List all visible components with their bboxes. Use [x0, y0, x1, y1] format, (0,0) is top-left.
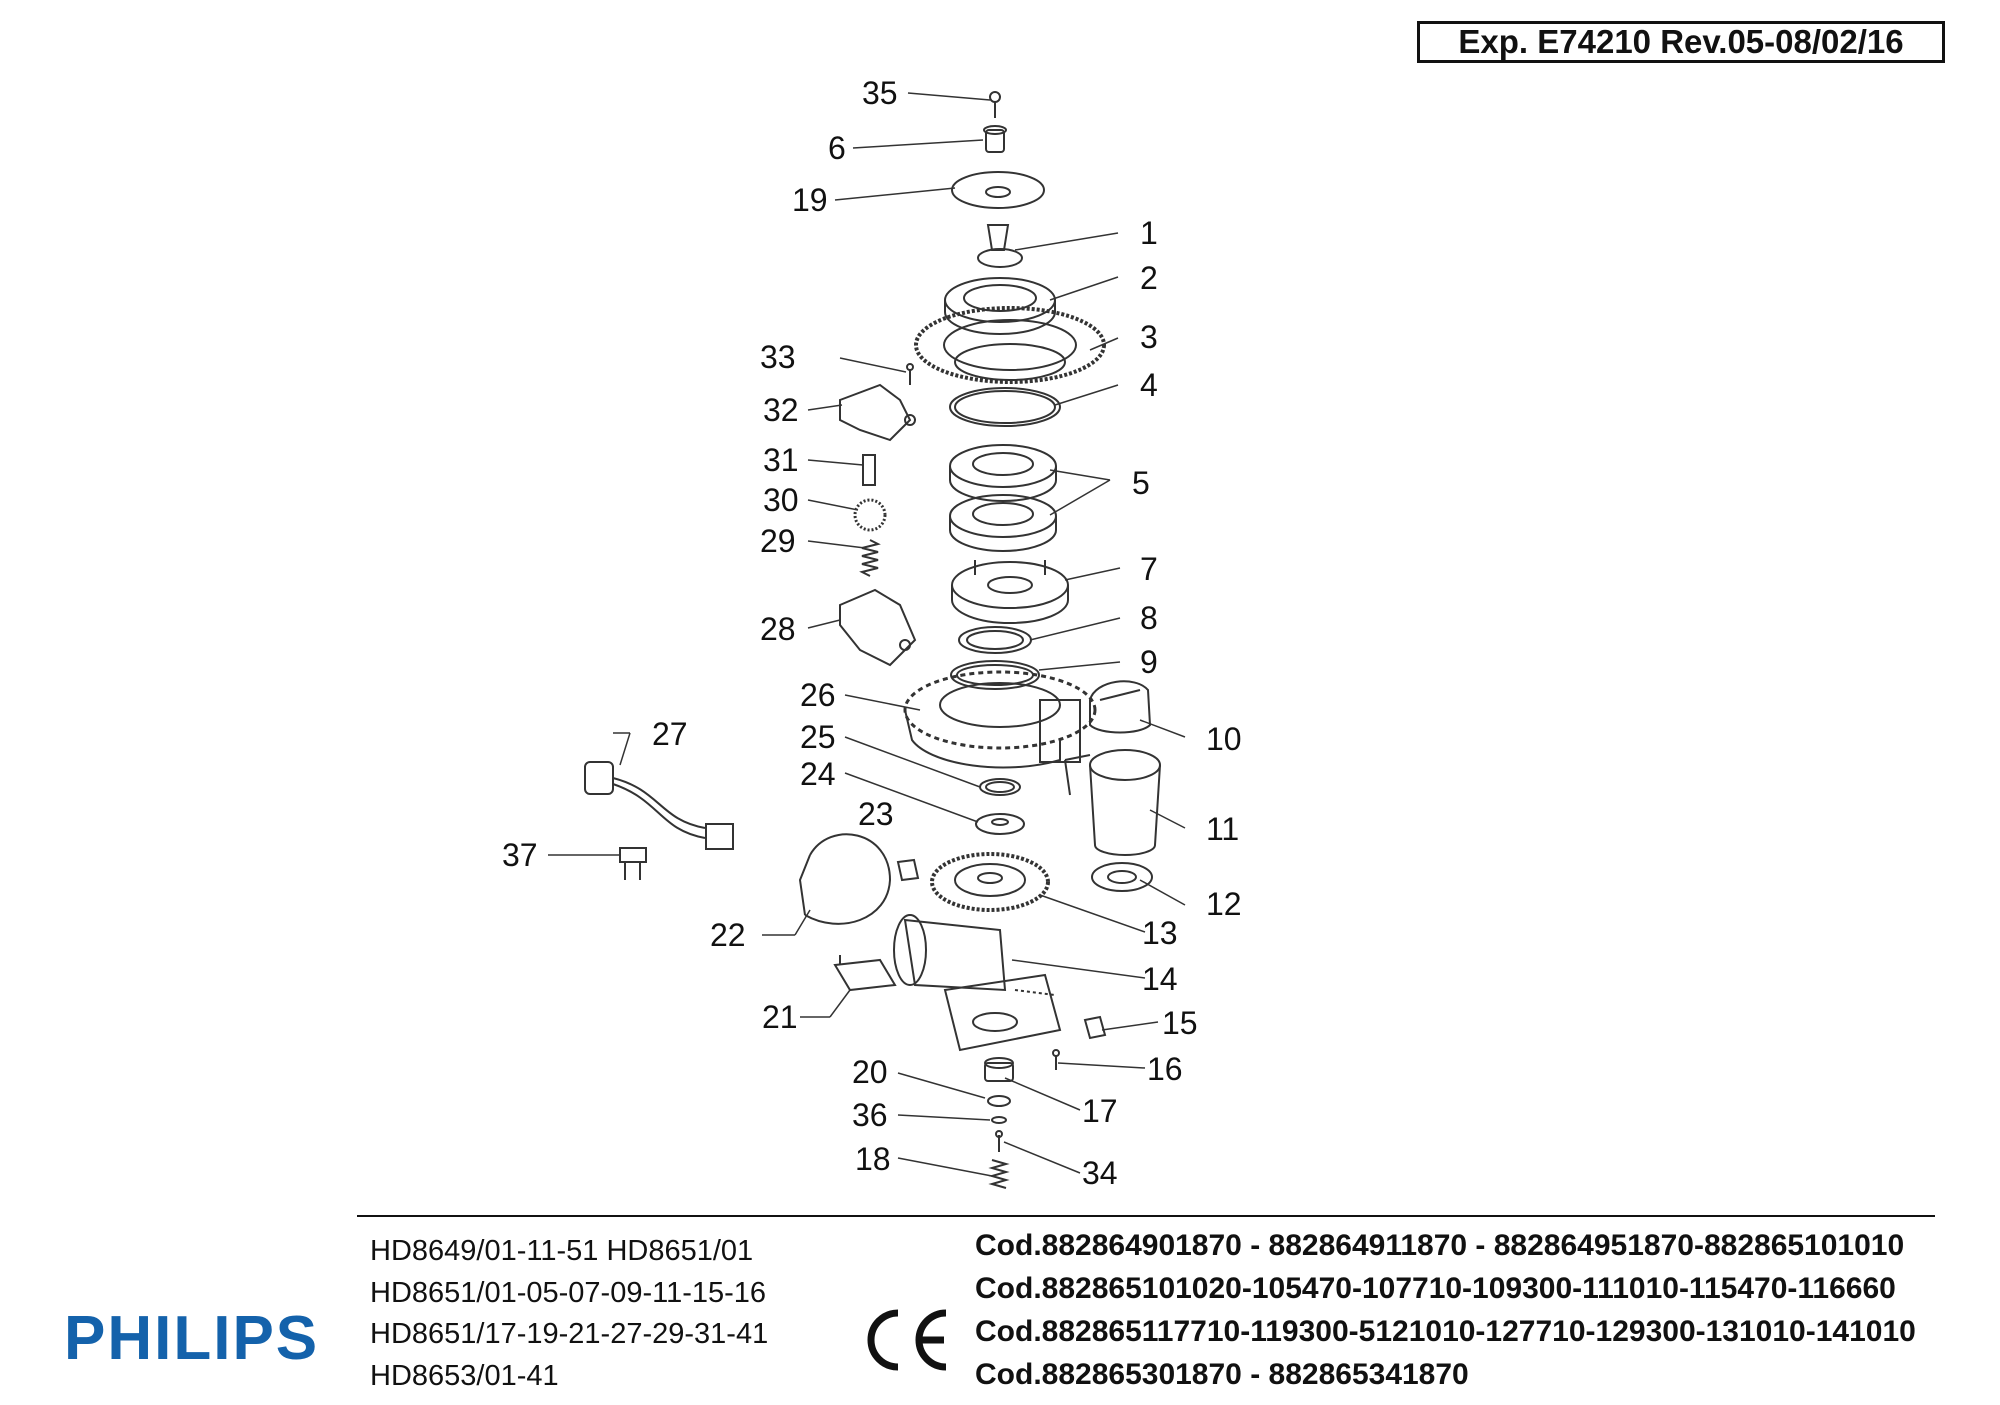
part-label: 18	[855, 1141, 891, 1177]
part-label: 30	[763, 482, 799, 518]
ce-mark-icon	[867, 1309, 947, 1371]
part-19-plate-drawing	[951, 171, 1045, 209]
part-label: 7	[1140, 551, 1158, 587]
part-14-motor-drawing	[893, 914, 1007, 992]
part-label: 20	[852, 1054, 888, 1090]
part-label: 22	[710, 917, 746, 953]
part-13-gear-drawing	[930, 852, 1050, 912]
part-label: 17	[1082, 1093, 1118, 1129]
part-26-housing-drawing	[903, 670, 1097, 769]
part-label: 6	[828, 130, 846, 166]
footer-rule	[357, 1215, 1935, 1217]
part-label: 27	[652, 716, 688, 752]
code-line: Cod.882865101020-105470-107710-109300-11…	[975, 1272, 1896, 1305]
part-2-upper-burr-drawing	[944, 277, 1056, 335]
part-label: 19	[792, 182, 828, 218]
part-label: 8	[1140, 600, 1158, 636]
part-label: 28	[760, 611, 796, 647]
part-12-seal-drawing	[1091, 862, 1153, 892]
part-17-20-36-34-18-drawing	[984, 1057, 1014, 1189]
part-label: 10	[1206, 721, 1242, 757]
model-line: HD8651/01-05-07-09-11-15-16	[370, 1276, 767, 1309]
part-label: 32	[763, 392, 799, 428]
part-15-clip-drawing	[1083, 1015, 1107, 1040]
part-28-32-brackets-drawing	[839, 383, 917, 667]
part-23-clip-drawing	[896, 858, 920, 882]
philips-logo: PHILIPS	[64, 1304, 320, 1373]
part-37-clip-drawing	[619, 847, 647, 880]
part-label: 11	[1206, 811, 1239, 847]
part-drawings	[584, 91, 1161, 1189]
part-label: 14	[1142, 961, 1178, 997]
part-label: 24	[800, 756, 836, 792]
part-label: 33	[760, 339, 796, 375]
code-line: Cod.882865117710-119300-5121010-127710-1…	[975, 1315, 1916, 1348]
part-3-ring-gear-drawing	[914, 306, 1106, 384]
part-25-24-washers-drawing	[975, 778, 1025, 835]
exploded-parts-diagram: 35 6 19 1 2 3 4 33 32 31 30 5 29 7 28 8 …	[502, 75, 1242, 1191]
part-27-cable-drawing	[584, 761, 734, 850]
part-35-screw-drawing	[989, 91, 1001, 118]
part-label: 3	[1140, 319, 1158, 355]
part-label: 23	[858, 796, 894, 832]
code-line: Cod.882864901870 - 882864911870 - 882864…	[975, 1229, 1905, 1262]
part-10-knob-drawing	[1089, 680, 1152, 734]
part-label: 35	[862, 75, 898, 111]
part-label: 13	[1142, 915, 1178, 951]
model-line: HD8649/01-11-51 HD8651/01	[370, 1235, 754, 1267]
part-21-bracket-drawing	[833, 955, 897, 992]
part-label: 15	[1162, 1005, 1198, 1041]
part-label: 34	[1082, 1155, 1118, 1191]
part-5-rings-drawing	[949, 444, 1057, 552]
part-label: 25	[800, 719, 836, 755]
part-7-lower-burr-drawing	[951, 560, 1069, 624]
part-11-hopper-drawing	[1064, 749, 1161, 856]
part-label: 1	[1140, 215, 1158, 251]
part-16-screw-drawing	[1052, 1049, 1060, 1070]
part-label: 5	[1132, 465, 1150, 501]
part-22-collar-drawing	[798, 833, 892, 925]
model-line: HD8653/01-41	[370, 1359, 559, 1392]
part-label: 9	[1140, 644, 1158, 680]
code-list: Cod.882864901870 - 882864911870 - 882864…	[975, 1224, 1916, 1396]
part-label: 36	[852, 1097, 888, 1133]
leader-lines	[548, 92, 1186, 1177]
part-1-shaft-drawing	[977, 224, 1023, 268]
part-labels: 35 6 19 1 2 3 4 33 32 31 30 5 29 7 28 8 …	[502, 75, 1242, 1191]
part-33-screw-drawing	[906, 363, 914, 385]
part-label: 12	[1206, 886, 1242, 922]
part-label: 2	[1140, 260, 1158, 296]
part-label: 21	[762, 999, 798, 1035]
part-8-9-rings-drawing	[950, 626, 1040, 690]
model-line: HD8651/17-19-21-27-29-31-41	[370, 1318, 769, 1350]
revision-box: Exp. E74210 Rev.05-08/02/16	[1417, 21, 1945, 63]
part-label: 31	[763, 442, 799, 478]
part-label: 16	[1147, 1051, 1183, 1087]
part-label: 37	[502, 837, 538, 873]
part-label: 4	[1140, 367, 1158, 403]
part-31-30-29-drawing	[853, 454, 887, 577]
code-line: Cod.882865301870 - 882865341870	[975, 1358, 1469, 1391]
part-4-seal-drawing	[949, 387, 1061, 427]
part-label: 29	[760, 523, 796, 559]
part-6-bushing-drawing	[983, 125, 1007, 153]
part-label: 26	[800, 677, 836, 713]
part-base-drawing	[943, 973, 1062, 1052]
model-list: HD8649/01-11-51 HD8651/01 HD8651/01-05-0…	[370, 1231, 768, 1397]
